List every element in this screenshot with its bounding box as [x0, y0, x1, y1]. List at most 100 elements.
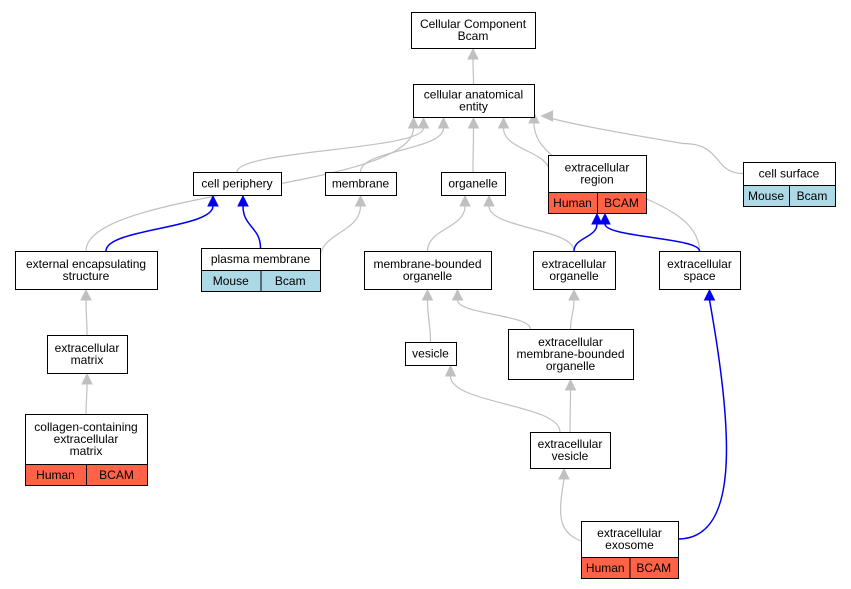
node-box [659, 251, 741, 290]
node-label-line: vesicle [552, 449, 589, 463]
arrowhead [354, 194, 367, 207]
node-box [405, 342, 457, 366]
arrowhead [564, 378, 577, 391]
edge-ec_org-to-ecregion [573, 223, 598, 252]
species-label: Mouse [748, 189, 784, 203]
arrowhead [437, 116, 450, 129]
node-label-line: extracellular [55, 341, 120, 355]
node-label-line: extracellular [542, 257, 607, 271]
edge-exosome-to-ec_vesicle [560, 478, 582, 542]
gene-badge [629, 557, 679, 579]
arrowhead [81, 372, 93, 385]
node-label-line: cell periphery [201, 177, 272, 191]
node-label-line: extracellular [538, 437, 603, 451]
gene-label: BCAM [636, 561, 671, 575]
node-box [193, 172, 282, 196]
node-organelle[interactable]: organelle [441, 172, 506, 196]
arrowhead [444, 364, 457, 377]
arrowhead [207, 194, 219, 207]
species-label: Human [553, 196, 592, 210]
node-label-line: membrane-bounded [516, 347, 624, 361]
edge-ec_mbo-to-ec_org [569, 299, 575, 330]
arrowhead [417, 116, 430, 129]
node-box [533, 251, 616, 290]
gene-label: BCAM [99, 468, 134, 482]
arrowhead [497, 116, 510, 129]
edge-ext_encaps-to-periphery [105, 205, 214, 252]
node-label-line: entity [459, 100, 488, 114]
gene-badge [260, 270, 321, 292]
species-label: Mouse [213, 274, 249, 288]
node-label-line: extracellular [54, 432, 119, 446]
edge-ec_vesicle-to-ec_mbo [569, 389, 572, 433]
node-periphery[interactable]: cell periphery [193, 172, 282, 196]
node-collagen[interactable]: collagen-containingextracellularmatrixHu… [25, 414, 148, 486]
node-box [15, 251, 158, 290]
node-box [364, 251, 492, 290]
node-label-line: collagen-containing [34, 420, 137, 434]
gene-badge [597, 192, 647, 214]
arrowhead [568, 288, 580, 301]
node-box [441, 172, 506, 196]
node-label-line: vesicle [412, 347, 449, 361]
node-label-line: region [580, 173, 613, 187]
node-box [325, 172, 397, 196]
node-label-line: Cellular Component [420, 17, 527, 31]
node-label-line: space [683, 269, 715, 283]
node-label-line: matrix [71, 353, 104, 367]
edge-ec_org-to-organelle [488, 205, 575, 252]
arrowhead [80, 288, 92, 301]
gene-badge [86, 464, 148, 486]
node-label-line: Bcam [458, 29, 489, 43]
node-label-line: extracellular [565, 161, 630, 175]
node-label-line: exosome [605, 538, 654, 552]
edge-mbo-to-organelle [426, 205, 466, 252]
arrowhead [591, 212, 603, 225]
edge-organelle-to-cae [472, 127, 475, 173]
node-label-line: organelle [549, 269, 599, 283]
node-label-line: plasma membrane [211, 252, 311, 266]
node-vesicle[interactable]: vesicle [405, 342, 457, 366]
arrowhead [558, 467, 570, 480]
species-label: Human [586, 561, 625, 575]
edge-membrane-to-cae [359, 127, 445, 173]
node-label-line: membrane [332, 177, 390, 191]
arrowhead [467, 116, 480, 129]
edge-periphery-to-cae [236, 127, 425, 173]
node-box [413, 84, 535, 118]
node-box [530, 432, 611, 469]
node-label-line: matrix [70, 444, 103, 458]
node-membrane[interactable]: membrane [325, 172, 397, 196]
edge-ec_vesicle-to-vesicle [449, 375, 561, 433]
arrowhead [407, 116, 420, 129]
edge-collagen-to-ecm [85, 383, 88, 415]
edge-surface-to-cae [543, 115, 744, 175]
edges-layer [80, 47, 744, 542]
gene-label: Bcam [275, 274, 306, 288]
arrowhead [451, 288, 464, 301]
node-label-line: structure [63, 269, 110, 283]
gene-label: BCAM [604, 196, 639, 210]
node-label-line: organelle [546, 359, 596, 373]
node-label-line: organelle [448, 177, 498, 191]
arrowhead [703, 288, 716, 301]
arrowhead [483, 194, 495, 207]
edge-plasma-to-membrane [319, 205, 362, 260]
node-label-line: cellular anatomical [424, 88, 523, 102]
arrowhead [237, 194, 249, 207]
